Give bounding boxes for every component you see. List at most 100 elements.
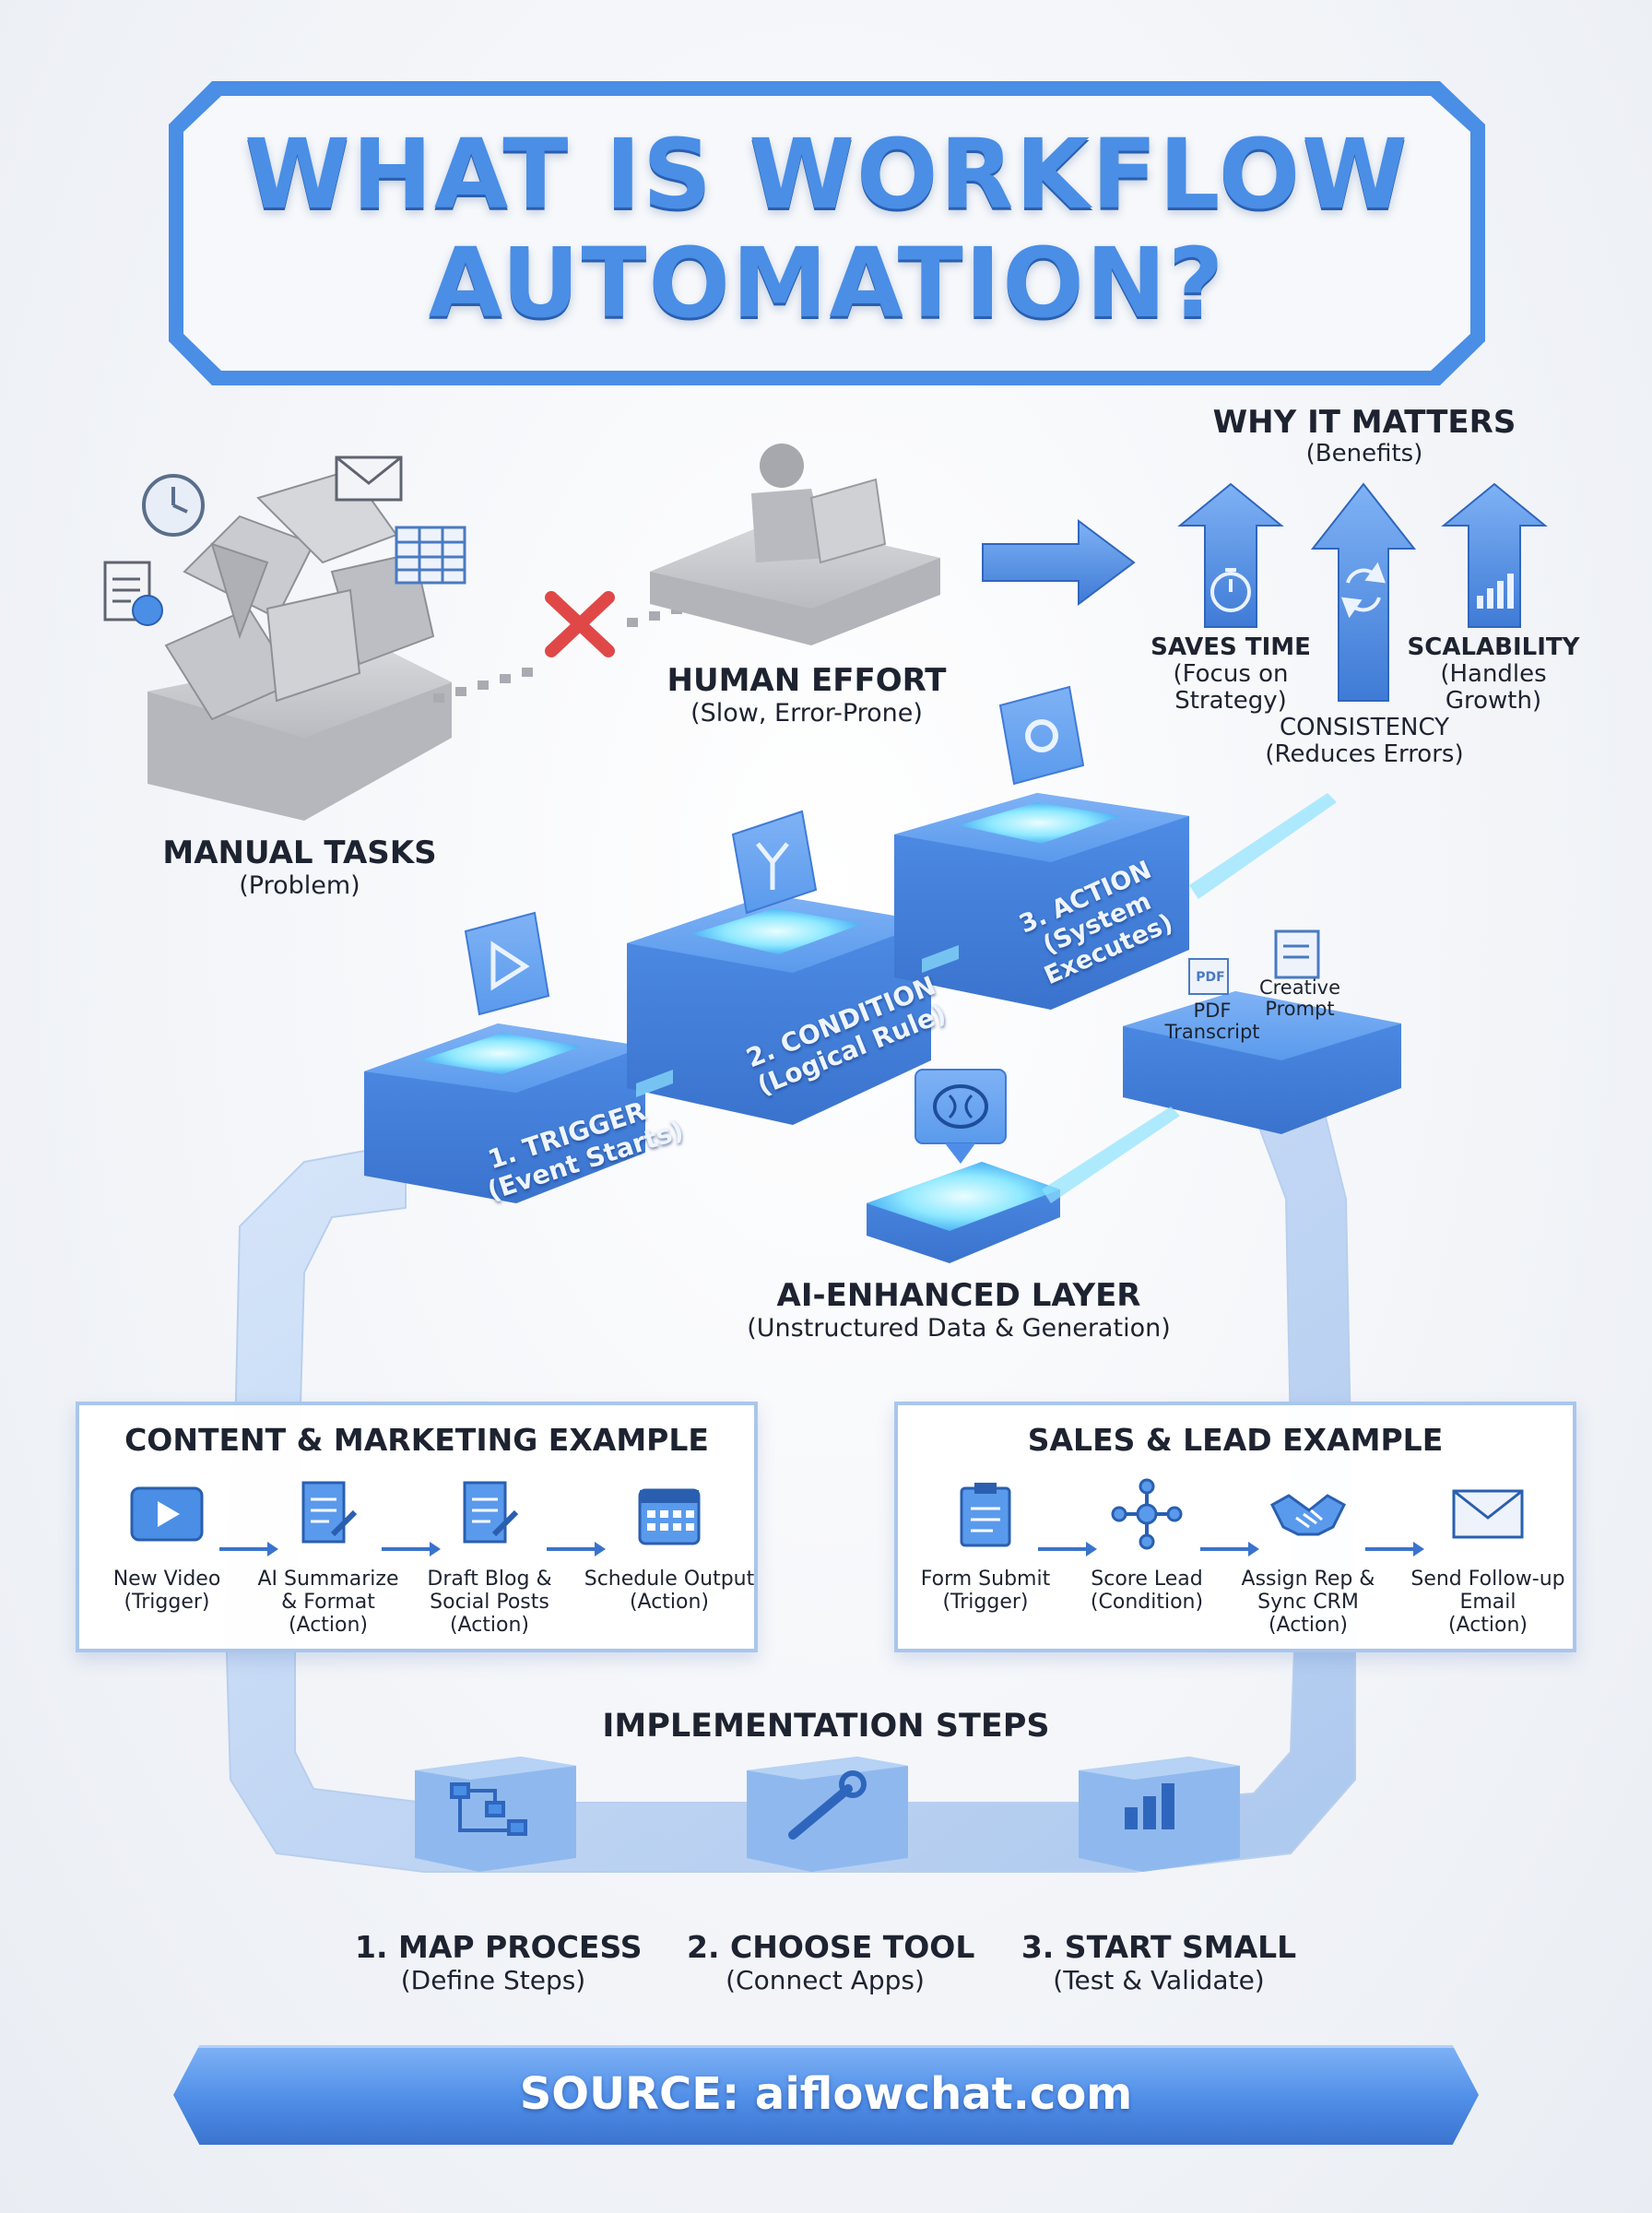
benefit-arrow-scalability [1441,482,1548,628]
handshake-icon [1270,1494,1346,1536]
content-step-schedule: Schedule Output(Action) [577,1477,761,1614]
ai-beam [1042,1106,1180,1203]
impl-step-block-1 [415,1757,576,1872]
content-step-new-video: New Video(Trigger) [88,1477,245,1614]
flow-arrow-icon [547,1542,606,1556]
content-step-2-line2: & Format [281,1591,375,1614]
human-effort-illustration [650,444,940,645]
source-bar [173,2045,1479,2145]
manual-tasks-label: MANUAL TASKS [162,834,437,871]
content-step-ai-summarize: AI Summarize& Format(Action) [250,1477,407,1637]
content-step-2-line3: (Action) [288,1614,369,1637]
envelope-icon-small [335,456,403,502]
pdf-transcript-label: PDF Transcript [1152,1000,1272,1043]
spreadsheet-icon [395,526,466,585]
clipboard-icon [960,1483,1011,1547]
benefit-saves-time-line3: Strategy) [1174,687,1287,715]
benefit-consistency-title: CONSISTENCY [1279,714,1450,741]
ai-layer-sub: (Unstructured Data & Generation) [747,1314,1171,1343]
document-clock-icon [103,561,163,626]
impl-step-1-label: 1. MAP PROCESS [355,1929,643,1965]
pdf-icon [1188,958,1229,995]
growth-chart-icon [1477,574,1514,609]
title-frame-inner [183,96,1470,371]
impl-step-2-sub: (Connect Apps) [726,1965,925,1995]
error-x-icon [545,591,615,657]
source-text: SOURCE: aiflowchat.com [519,2068,1133,2120]
sales-step-3-line3: (Action) [1268,1614,1349,1637]
content-step-draft-blog: Draft Blog &Social Posts(Action) [411,1477,568,1637]
benefit-scalability-line3: Growth) [1445,687,1542,715]
envelope-icon [1452,1489,1524,1539]
impl-step-3-label: 3. START SMALL [1021,1929,1297,1965]
why-it-matters-group: WHY IT MATTERS (Benefits) [1189,404,1540,467]
content-step-1-line2: (Trigger) [124,1591,210,1614]
sales-step-4-line2: Email [1459,1591,1516,1614]
sales-step-4-line3: (Action) [1447,1614,1528,1637]
sales-step-3-line2: Sync CRM [1257,1591,1359,1614]
gear-icon [1025,719,1058,752]
sales-step-1-line2: (Trigger) [942,1591,1029,1614]
wrench-icon [788,1784,853,1840]
document-edit-icon [301,1481,358,1544]
impl-step-2: 2. CHOOSE TOOL (Connect Apps) [687,1929,975,1995]
stopwatch-icon [1210,568,1251,612]
creative-prompt-label: Creative Prompt [1245,977,1355,1020]
flow-arrow-icon [1038,1542,1097,1556]
manual-tasks-label-group: MANUAL TASKS (Problem) [157,834,442,900]
benefit-scalability-line2: (Handles [1440,660,1547,688]
content-step-3-line1: Draft Blog & [427,1568,552,1591]
flow-arrow-icon [1200,1542,1259,1556]
sales-step-form-submit: Form Submit(Trigger) [907,1477,1064,1614]
benefit-consistency-line2: (Reduces Errors) [1265,740,1464,768]
draft-edit-icon [463,1481,519,1544]
condition-block [627,810,931,1125]
content-step-3-line2: Social Posts [430,1591,549,1614]
impl-step-1: 1. MAP PROCESS (Define Steps) [355,1929,643,1995]
manual-tasks-sub: (Problem) [239,871,360,900]
bar-chart-icon [1125,1783,1174,1829]
content-step-1-line1: New Video [112,1568,221,1591]
trigger-block [364,911,645,1203]
impl-step-3: 3. START SMALL (Test & Validate) [1021,1929,1297,1995]
ai-layer-block [867,1069,1060,1263]
branch-icon [756,842,789,890]
content-example-title: CONTENT & MARKETING EXAMPLE [124,1422,709,1458]
benefit-arrow-saves-time [1177,482,1284,628]
sales-example-title: SALES & LEAD EXAMPLE [1027,1422,1444,1458]
impl-step-2-label: 2. CHOOSE TOOL [687,1929,975,1965]
sales-step-4-line1: Send Follow-up [1410,1568,1565,1591]
creative-prompt-line1: Creative [1258,976,1341,999]
impl-step-block-3 [1079,1757,1240,1872]
ai-layer-label-group: AI-ENHANCED LAYER (Unstructured Data & G… [719,1277,1198,1343]
content-step-2-line1: AI Summarize [257,1568,399,1591]
ai-output-block [1123,991,1401,1134]
sales-step-assign-rep: Assign Rep &Sync CRM(Action) [1230,1477,1386,1637]
creative-prompt-line2: Prompt [1265,998,1335,1020]
title-line-1: WHAT IS WORKFLOW [244,118,1410,231]
sales-step-3-line1: Assign Rep & [1241,1568,1375,1591]
creative-prompt-icon [1274,929,1320,979]
sales-lead-example: SALES & LEAD EXAMPLE Form Submit(Trigger… [894,1402,1576,1652]
impl-step-3-sub: (Test & Validate) [1053,1965,1265,1995]
refresh-icon [1340,562,1386,619]
flow-arrow-icon [219,1542,278,1556]
human-effort-label-group: HUMAN EFFORT (Slow, Error-Prone) [636,662,977,728]
clock-icon [142,474,205,537]
benefit-saves-time-line2: (Focus on [1173,660,1289,688]
impl-step-1-sub: (Define Steps) [400,1965,586,1995]
ai-layer-label: AI-ENHANCED LAYER [776,1277,1141,1314]
benefit-saves-time: SAVES TIME (Focus on Strategy) [1143,634,1318,715]
pdf-transcript-line1: PDF [1193,1000,1232,1022]
benefit-arrow [982,519,1136,606]
network-icon [1111,1478,1183,1550]
why-it-matters-sub: (Benefits) [1305,440,1423,467]
action-block [894,685,1189,1010]
benefit-scalability-title: SCALABILITY [1407,633,1580,661]
content-marketing-example: CONTENT & MARKETING EXAMPLE New Video(Tr… [76,1402,758,1652]
benefit-consistency: CONSISTENCY (Reduces Errors) [1254,715,1475,768]
pdf-transcript-line2: Transcript [1164,1021,1260,1043]
flow-arrow-icon [382,1542,441,1556]
